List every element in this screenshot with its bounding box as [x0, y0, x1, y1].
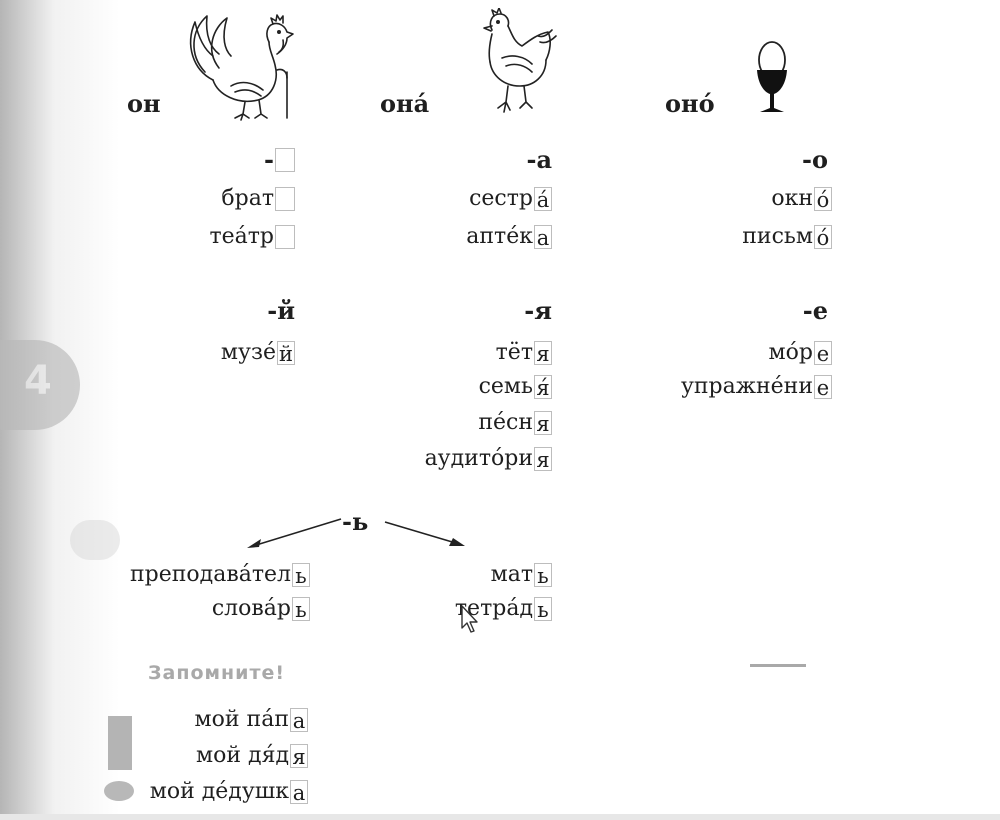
- ending-box: ь: [534, 596, 552, 622]
- divider-dash: [750, 664, 806, 667]
- word-stem: аудитóри: [424, 446, 533, 471]
- margin-tab-number: 4: [24, 358, 52, 404]
- word-stem: пéсн: [478, 410, 533, 435]
- arrow-right-icon: [384, 521, 465, 546]
- rooster-icon: [189, 14, 294, 121]
- word-stem: мат: [490, 562, 533, 587]
- word-stem: преподавáтел: [129, 562, 291, 587]
- exclamation-dot-icon: [104, 781, 134, 801]
- hen-icon: [483, 8, 557, 113]
- ending-box: ь: [292, 562, 310, 588]
- ending-box: ь: [292, 596, 310, 622]
- word-stem: семь: [478, 374, 533, 399]
- ending-box: а: [534, 224, 552, 250]
- word-stem: музé: [220, 340, 276, 365]
- ending-box: [275, 147, 295, 172]
- ending-box: я: [534, 446, 552, 472]
- pronoun-masculine: он: [127, 89, 161, 118]
- word-stem: словáр: [211, 596, 291, 621]
- exclamation-bar-icon: [108, 716, 132, 770]
- word-stem: аптéк: [466, 224, 533, 249]
- word-stem: тёт: [495, 340, 533, 365]
- bottom-edge: [0, 814, 1000, 820]
- ending-box: [275, 186, 295, 211]
- word-stem: мóр: [768, 340, 813, 365]
- word-stem: упражнéни: [680, 374, 813, 399]
- ending-box: а: [290, 779, 308, 805]
- ending-soft-sign: -ь: [342, 507, 369, 536]
- ending-box: й: [277, 340, 295, 366]
- mouse-cursor-icon: [461, 605, 478, 633]
- arrow-left-icon: [247, 518, 342, 548]
- ending-box: ь: [534, 562, 552, 588]
- word-stem: мой пáп: [194, 707, 289, 732]
- ending-masculine-soft: -й: [267, 296, 295, 325]
- ending-box: е: [814, 340, 832, 366]
- word-stem: теáтр: [209, 224, 274, 249]
- ending-box: ó: [814, 186, 832, 212]
- word-stem: мой дя́д: [196, 743, 289, 768]
- word-stem: сестр: [469, 186, 533, 211]
- ending-box: е: [814, 374, 832, 400]
- word-stem: письм: [742, 224, 813, 249]
- word-row: брат: [221, 186, 295, 211]
- pronoun-feminine: онá: [380, 89, 430, 118]
- ending-box: я: [534, 410, 552, 436]
- remember-title: Запомните!: [148, 662, 286, 684]
- ending-box: я: [290, 743, 308, 769]
- ending-neuter-soft: -е: [802, 296, 828, 325]
- ending-feminine-hard: -а: [526, 145, 552, 174]
- word-row: теáтр: [209, 224, 295, 249]
- ending-masculine-hard: -: [264, 145, 295, 174]
- ending-neuter-hard: -о: [802, 145, 828, 174]
- word-stem: мой дéдушк: [149, 779, 289, 804]
- ending-box: а: [290, 707, 308, 733]
- ghost-mark: [70, 520, 120, 560]
- word-stem: брат: [221, 186, 274, 211]
- word-stem: окн: [771, 186, 813, 211]
- ending-box: я: [534, 340, 552, 366]
- ending-box: ó: [814, 224, 832, 250]
- egg-in-cup-icon: [757, 41, 787, 112]
- ending-box: я́: [534, 374, 552, 400]
- ending-box: á: [534, 186, 552, 212]
- ending-feminine-soft: -я: [524, 296, 552, 325]
- ending-box: [275, 224, 295, 249]
- ending-label: -: [264, 145, 274, 174]
- margin-tab: 4: [0, 340, 80, 430]
- pronoun-neuter: онó: [665, 89, 715, 118]
